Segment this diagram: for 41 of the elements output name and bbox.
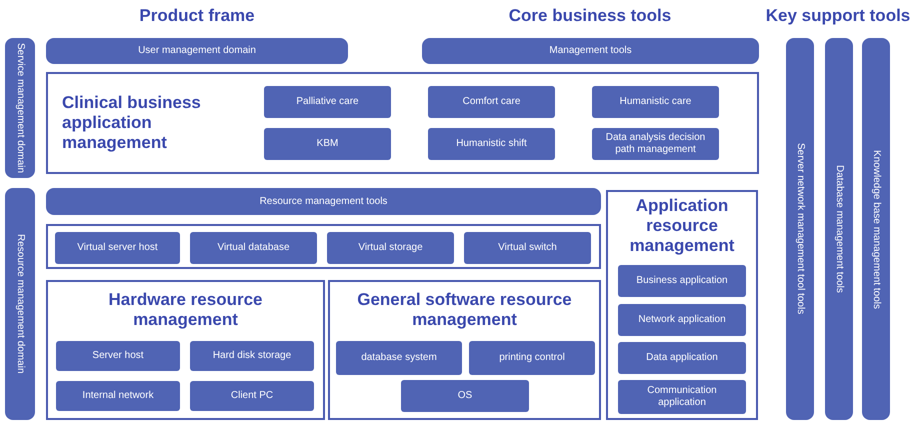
- domain-bar: Server network management tool tools: [786, 38, 814, 420]
- domain-bar: Knowledge base management tools: [862, 38, 890, 420]
- section-heading: Key support tools: [766, 6, 910, 26]
- tool-bar: Resource management tools: [46, 188, 601, 215]
- group-panel: [46, 72, 759, 174]
- domain-bar: Database management tools: [825, 38, 853, 420]
- group-panel: [46, 224, 601, 269]
- tool-bar: Management tools: [422, 38, 759, 64]
- module-box: Humanistic care: [592, 86, 719, 118]
- module-box: Comfort care: [428, 86, 555, 118]
- group-panel: [46, 280, 325, 420]
- module-box: Hard disk storage: [190, 341, 314, 371]
- module-box: Virtual database: [190, 232, 317, 264]
- group-heading: Application resource management: [628, 196, 736, 256]
- module-box: Data analysis decision path management: [592, 128, 719, 160]
- module-box: printing control: [469, 341, 595, 375]
- section-heading: Product frame: [139, 6, 255, 26]
- module-box: database system: [336, 341, 462, 375]
- module-box: Communication application: [618, 380, 746, 414]
- module-box: Humanistic shift: [428, 128, 555, 160]
- group-panel: [606, 190, 758, 420]
- module-box: OS: [401, 380, 529, 412]
- group-heading: Clinical business application management: [62, 93, 202, 153]
- module-box: KBM: [264, 128, 391, 160]
- module-box: Server host: [56, 341, 180, 371]
- module-box: Internal network: [56, 381, 180, 411]
- module-box: Network application: [618, 304, 746, 336]
- group-panel: [328, 280, 601, 420]
- module-box: Client PC: [190, 381, 314, 411]
- module-box: Data application: [618, 342, 746, 374]
- module-box: Virtual switch: [464, 232, 591, 264]
- tool-bar: User management domain: [46, 38, 348, 64]
- module-box: Virtual storage: [327, 232, 454, 264]
- module-box: Palliative care: [264, 86, 391, 118]
- domain-bar: Service management domain: [5, 38, 35, 178]
- group-heading: Hardware resource management: [107, 290, 264, 330]
- domain-bar: Resource management domain: [5, 188, 35, 420]
- group-heading: General software resource management: [356, 290, 573, 330]
- module-box: Business application: [618, 265, 746, 297]
- module-box: Virtual server host: [55, 232, 180, 264]
- section-heading: Core business tools: [508, 6, 672, 26]
